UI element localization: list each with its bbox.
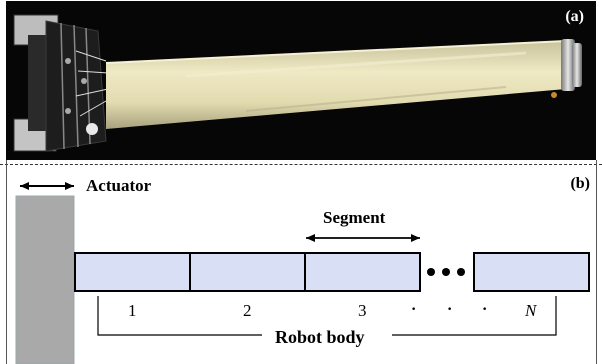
segment-2-number: 2 bbox=[243, 302, 252, 319]
segment-n-number: N bbox=[525, 302, 536, 319]
actuator-label: Actuator bbox=[86, 177, 151, 194]
ellipsis-dot bbox=[442, 268, 450, 276]
segment-label: Segment bbox=[323, 209, 385, 226]
ellipsis-dot bbox=[427, 268, 435, 276]
panel-divider bbox=[0, 164, 602, 165]
small-dot-2: · bbox=[446, 298, 453, 320]
ellipsis-dot bbox=[457, 268, 465, 276]
segment-3-number: 3 bbox=[358, 302, 367, 319]
robot-photo: (a) bbox=[6, 1, 596, 160]
actuator-hardware bbox=[14, 15, 108, 151]
small-dot-1: · bbox=[410, 298, 417, 320]
panel-b-label: (b) bbox=[570, 176, 590, 192]
robot-photo-illustration bbox=[6, 1, 596, 160]
segment-1 bbox=[75, 253, 190, 291]
robot-body-label: Robot body bbox=[275, 328, 365, 346]
segment-n bbox=[474, 253, 589, 291]
segment-1-number: 1 bbox=[128, 302, 137, 319]
segment-3 bbox=[305, 253, 420, 291]
segment-2 bbox=[190, 253, 305, 291]
robot-body-bracket-left bbox=[98, 296, 262, 335]
panel-a-label: (a) bbox=[565, 9, 584, 25]
small-dot-3: · bbox=[481, 298, 488, 320]
actuator-block bbox=[16, 196, 74, 364]
